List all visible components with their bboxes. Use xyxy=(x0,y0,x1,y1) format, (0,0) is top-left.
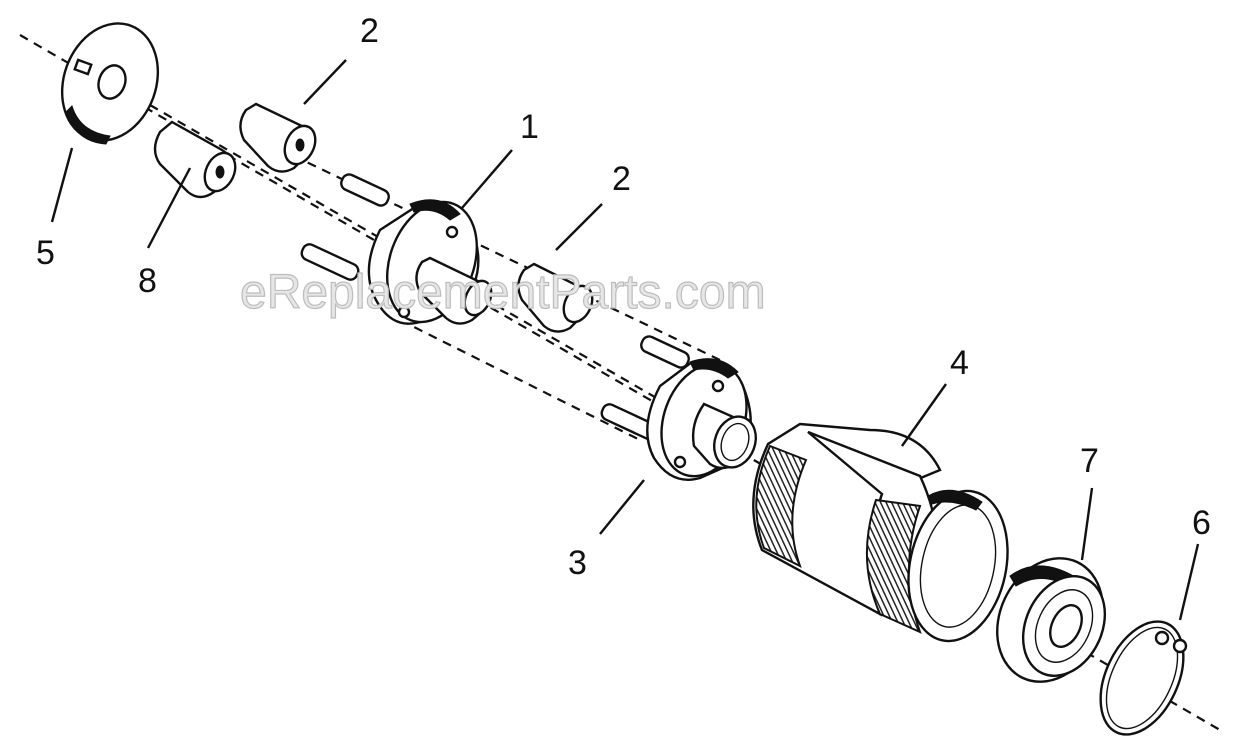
callout-ring-gear: 4 xyxy=(950,344,969,382)
leader-washer xyxy=(50,147,74,223)
callout-gear-top: 2 xyxy=(360,12,379,50)
callout-carrier-lower: 3 xyxy=(568,544,587,582)
leader-gear-mid xyxy=(555,203,603,251)
callout-washer: 5 xyxy=(36,234,55,272)
retaining-ring-part xyxy=(1099,620,1188,736)
leader-carrier-upper xyxy=(461,149,513,209)
callout-carrier-upper: 1 xyxy=(520,108,539,146)
leader-ring-gear xyxy=(901,383,947,447)
gear-left-part xyxy=(153,120,237,199)
axis-line-gear-top xyxy=(249,134,721,361)
leader-retaining-ring xyxy=(1178,543,1200,621)
washer-part xyxy=(60,22,160,145)
axis-line-lower-pin xyxy=(399,319,641,441)
ring-gear-part xyxy=(752,422,1009,643)
watermark-text: eReplacementParts.com xyxy=(240,266,766,319)
gear-top-part xyxy=(239,102,317,173)
callout-gear-left: 8 xyxy=(138,262,157,300)
leader-carrier-lower xyxy=(599,479,645,535)
callout-bearing: 7 xyxy=(1080,442,1099,480)
leader-bearing xyxy=(1080,487,1094,561)
callout-numbers: 5 8 2 1 2 3 4 7 6 xyxy=(36,12,1211,582)
carrier-lower-part xyxy=(600,335,757,481)
leader-lines xyxy=(50,59,1200,621)
carrier-upper-part xyxy=(300,173,493,325)
gear-mid-part xyxy=(517,262,594,333)
leader-gear-top xyxy=(303,59,347,105)
callout-gear-mid: 2 xyxy=(612,160,631,198)
callout-retaining-ring: 6 xyxy=(1192,504,1211,542)
leader-gear-left xyxy=(146,167,192,249)
bearing-part xyxy=(996,557,1107,683)
